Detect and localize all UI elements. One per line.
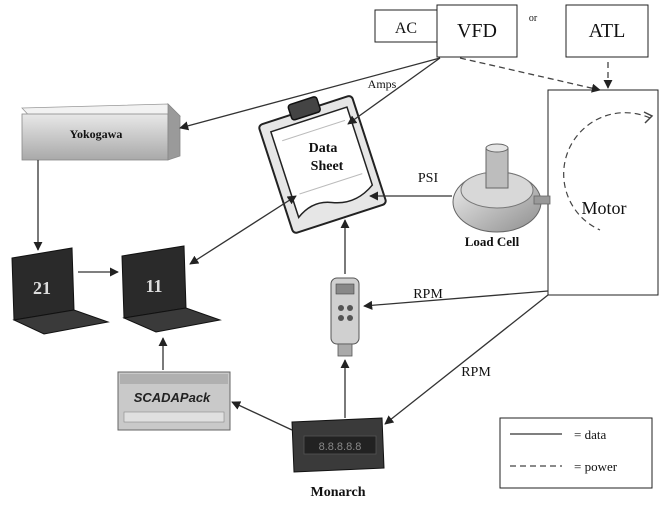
load-cell-label: Load Cell <box>465 234 520 249</box>
or-label: or <box>529 13 538 24</box>
rotation-arrow-icon <box>643 111 654 124</box>
data-sheet-label-1: Data <box>309 141 338 156</box>
atl-box: ATL <box>565 4 649 58</box>
amps-label: Amps <box>368 77 397 91</box>
scadapack-device: SCADAPack <box>117 371 231 431</box>
vfd-to-motor-power <box>459 57 601 93</box>
laptop-21-label: 21 <box>33 278 51 298</box>
load-cell-device: Load Cell <box>452 143 551 249</box>
yokogawa-device: Yokogawa <box>21 103 181 161</box>
motor-to-tach <box>363 290 549 310</box>
monarch-label: Monarch <box>311 485 366 500</box>
data-sheet-label-2: Sheet <box>311 159 344 174</box>
monarch-device: 8.8.8.8.8 Monarch <box>291 417 385 500</box>
data-connections <box>33 57 549 431</box>
laptop-21: 21 <box>11 247 110 335</box>
legend-power-label: = power <box>574 459 618 474</box>
vfd-label: VFD <box>457 20 497 42</box>
psi-label: PSI <box>418 171 439 186</box>
rpm-tach-label: RPM <box>413 287 443 302</box>
rpm-monarch-label: RPM <box>461 365 491 380</box>
ac-label: AC <box>395 20 417 37</box>
legend: = data = power <box>499 417 653 489</box>
vfd-box: VFD <box>436 4 518 58</box>
vfd-to-yokogawa <box>179 57 441 131</box>
scadapack-label: SCADAPack <box>134 390 211 405</box>
ac-box: AC <box>374 9 438 43</box>
svg-text:8.8.8.8.8: 8.8.8.8.8 <box>319 441 362 453</box>
legend-data-label: = data <box>574 427 606 442</box>
vfd-to-datasheet <box>347 57 441 125</box>
yokogawa-label: Yokogawa <box>70 127 123 141</box>
monarch-to-scadapack <box>231 401 293 431</box>
power-connections <box>459 57 613 93</box>
laptop-11: 11 <box>121 245 222 333</box>
data-sheet-icon <box>258 95 387 234</box>
clipboard-clip-icon <box>287 96 321 121</box>
motor-to-monarch <box>384 294 549 425</box>
atl-label: ATL <box>589 20 626 42</box>
laptop11-datasheet <box>189 195 297 265</box>
motor-label: Motor <box>582 198 627 218</box>
motor-box: Motor <box>547 89 659 296</box>
laptop-11-label: 11 <box>145 276 162 296</box>
rotation-arc <box>563 112 651 231</box>
tachometer-device <box>330 277 360 357</box>
